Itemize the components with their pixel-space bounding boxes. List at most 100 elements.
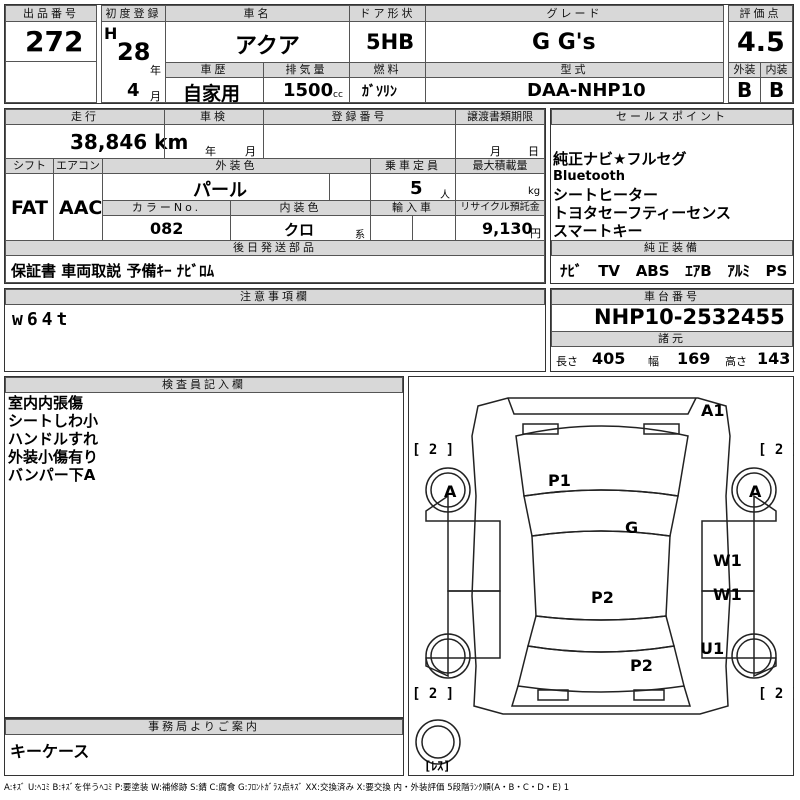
reg-month-unit: 月 [150,90,161,103]
inspector-line: 外装小傷有り [8,448,99,466]
import-cell-b [412,215,456,241]
door-type: 5HB [366,30,415,54]
displacement: 1500 [283,80,334,101]
recycle-unit: 円 [530,227,541,240]
spare-label: [ﾚｽ] [424,759,450,773]
wheel-front-right [731,467,777,513]
reg-year-unit: 年 [150,64,161,77]
later-parts: 保証書 車両取説 予備ｷｰ ﾅﾋﾞﾛﾑ [11,262,215,280]
sales-line: スマートキー [553,222,643,240]
equip-list: ﾅﾋﾞ TV ABS ｴｱB ｱﾙﾐ PS PW [560,260,800,281]
recycle-label: リサイクル預託金 [455,200,545,216]
wheel-front-left-inner [430,472,466,508]
wid-label: 幅 [648,355,659,368]
sales-line: Bluetooth [553,169,625,184]
transfer-label: 譲渡書類期限 [455,109,545,125]
ext-grade: B [737,78,753,102]
color-cell-extra [329,173,371,201]
taillight-left [537,689,569,701]
capacity: 5 [410,178,423,199]
rear-window [527,615,675,653]
notes-text: w64t [12,309,72,330]
name-label: 車名 [165,5,350,22]
trunk [517,645,685,693]
later-label: 後日発送部品 [5,240,545,256]
later-cell [5,255,545,283]
sales-line: 純正ナビ★フルセグ [553,150,687,168]
mark-a1: A1 [701,401,725,420]
int-grade: B [769,78,785,102]
reg-year: 28 [117,38,151,66]
sales-lines: 純正ナビ★フルセグ Bluetooth シートヒーター トヨタセーフティーセンス… [553,150,731,240]
int-cell [760,77,793,103]
mark-w1-rear: W1 [713,585,742,604]
inspector-line: バンパー下A [8,466,96,484]
intcolor-unit: 系 [355,230,365,241]
inspector-line: ハンドルすれ [8,430,99,448]
inspector-block [4,376,404,718]
mark-p2-trunk: P2 [630,656,653,675]
wheel-rear-right [731,633,777,679]
tire-label-fr: [ 2 ] [758,442,794,458]
inspection-label: 車検 [164,109,264,125]
len-value: 405 [592,349,626,368]
mark-a-left-wheel: A [444,482,457,501]
front-bumper [507,397,697,415]
reg-label: 初度登録 [101,5,166,22]
inspection-year-unit: 年 [205,145,216,158]
office-label: 事務局よりご案内 [5,719,403,735]
capacity-label: 乗車定員 [370,158,456,174]
sales-line: トヨタセーフティーセンス [553,204,731,222]
ac: AAC [59,197,103,219]
inspector-lines: 室内内張傷 シートしわ小 ハンドルすれ 外装小傷有り バンパー下A [8,394,98,484]
disp-label: 排気量 [263,62,350,78]
spare-tire [415,719,461,765]
len-label: 長さ [556,355,578,368]
car-outline [471,397,731,715]
mark-g: G [625,518,638,537]
ac-label: エアコン [53,158,103,174]
hgt-value: 143 [757,349,791,368]
capacity-unit: 人 [440,190,450,201]
color-label: 外装色 [102,158,371,174]
wid-value: 169 [677,349,711,368]
int-label: 内装 [760,62,793,78]
door-left-rear [447,590,501,659]
mileage: 38,846 km [70,130,189,154]
mark-w1-front: W1 [713,551,742,570]
color: パール [193,180,247,201]
ext-label: 外装 [728,62,761,78]
tire-label-fl: [ 2 ] [412,442,454,458]
mark-p2-roof: P2 [591,588,614,607]
car-name: アクア [235,34,300,59]
hood [515,425,689,497]
colorno-label: カラーNo. [102,200,231,216]
wheel-front-left [425,467,471,513]
score-label: 評価点 [728,5,793,22]
model-cell [425,77,724,103]
tire-label-rl: [ 2 ] [412,686,454,702]
wheel-rear-left-inner [430,638,466,674]
equip-item: ABS [635,262,670,280]
taillight-right [633,689,665,701]
equip-item: ﾅﾋﾞ [560,262,583,280]
model-label: 型式 [425,62,724,78]
history-label: 車歴 [165,62,264,78]
regno-label: 登録番号 [263,109,456,125]
shift: FAT [11,197,48,219]
notes-label: 注意事項欄 [5,289,545,305]
lot-blank [5,61,97,103]
colorno: 082 [150,219,184,238]
rear-bumper [510,685,692,707]
inspector-line: 室内内張傷 [8,394,84,412]
wheel-rear-left [425,633,471,679]
import-cell-a [370,215,413,241]
sales-label: セールスポイント [551,109,793,125]
spec-label: 諸元 [551,331,793,347]
load-unit: kg [528,186,541,197]
equip-item: ｱﾙﾐ [727,262,750,280]
grade: G G's [532,30,596,55]
history: 自家用 [183,83,241,105]
mark-a-right-wheel: A [749,482,762,501]
equip-item: TV [598,262,621,280]
